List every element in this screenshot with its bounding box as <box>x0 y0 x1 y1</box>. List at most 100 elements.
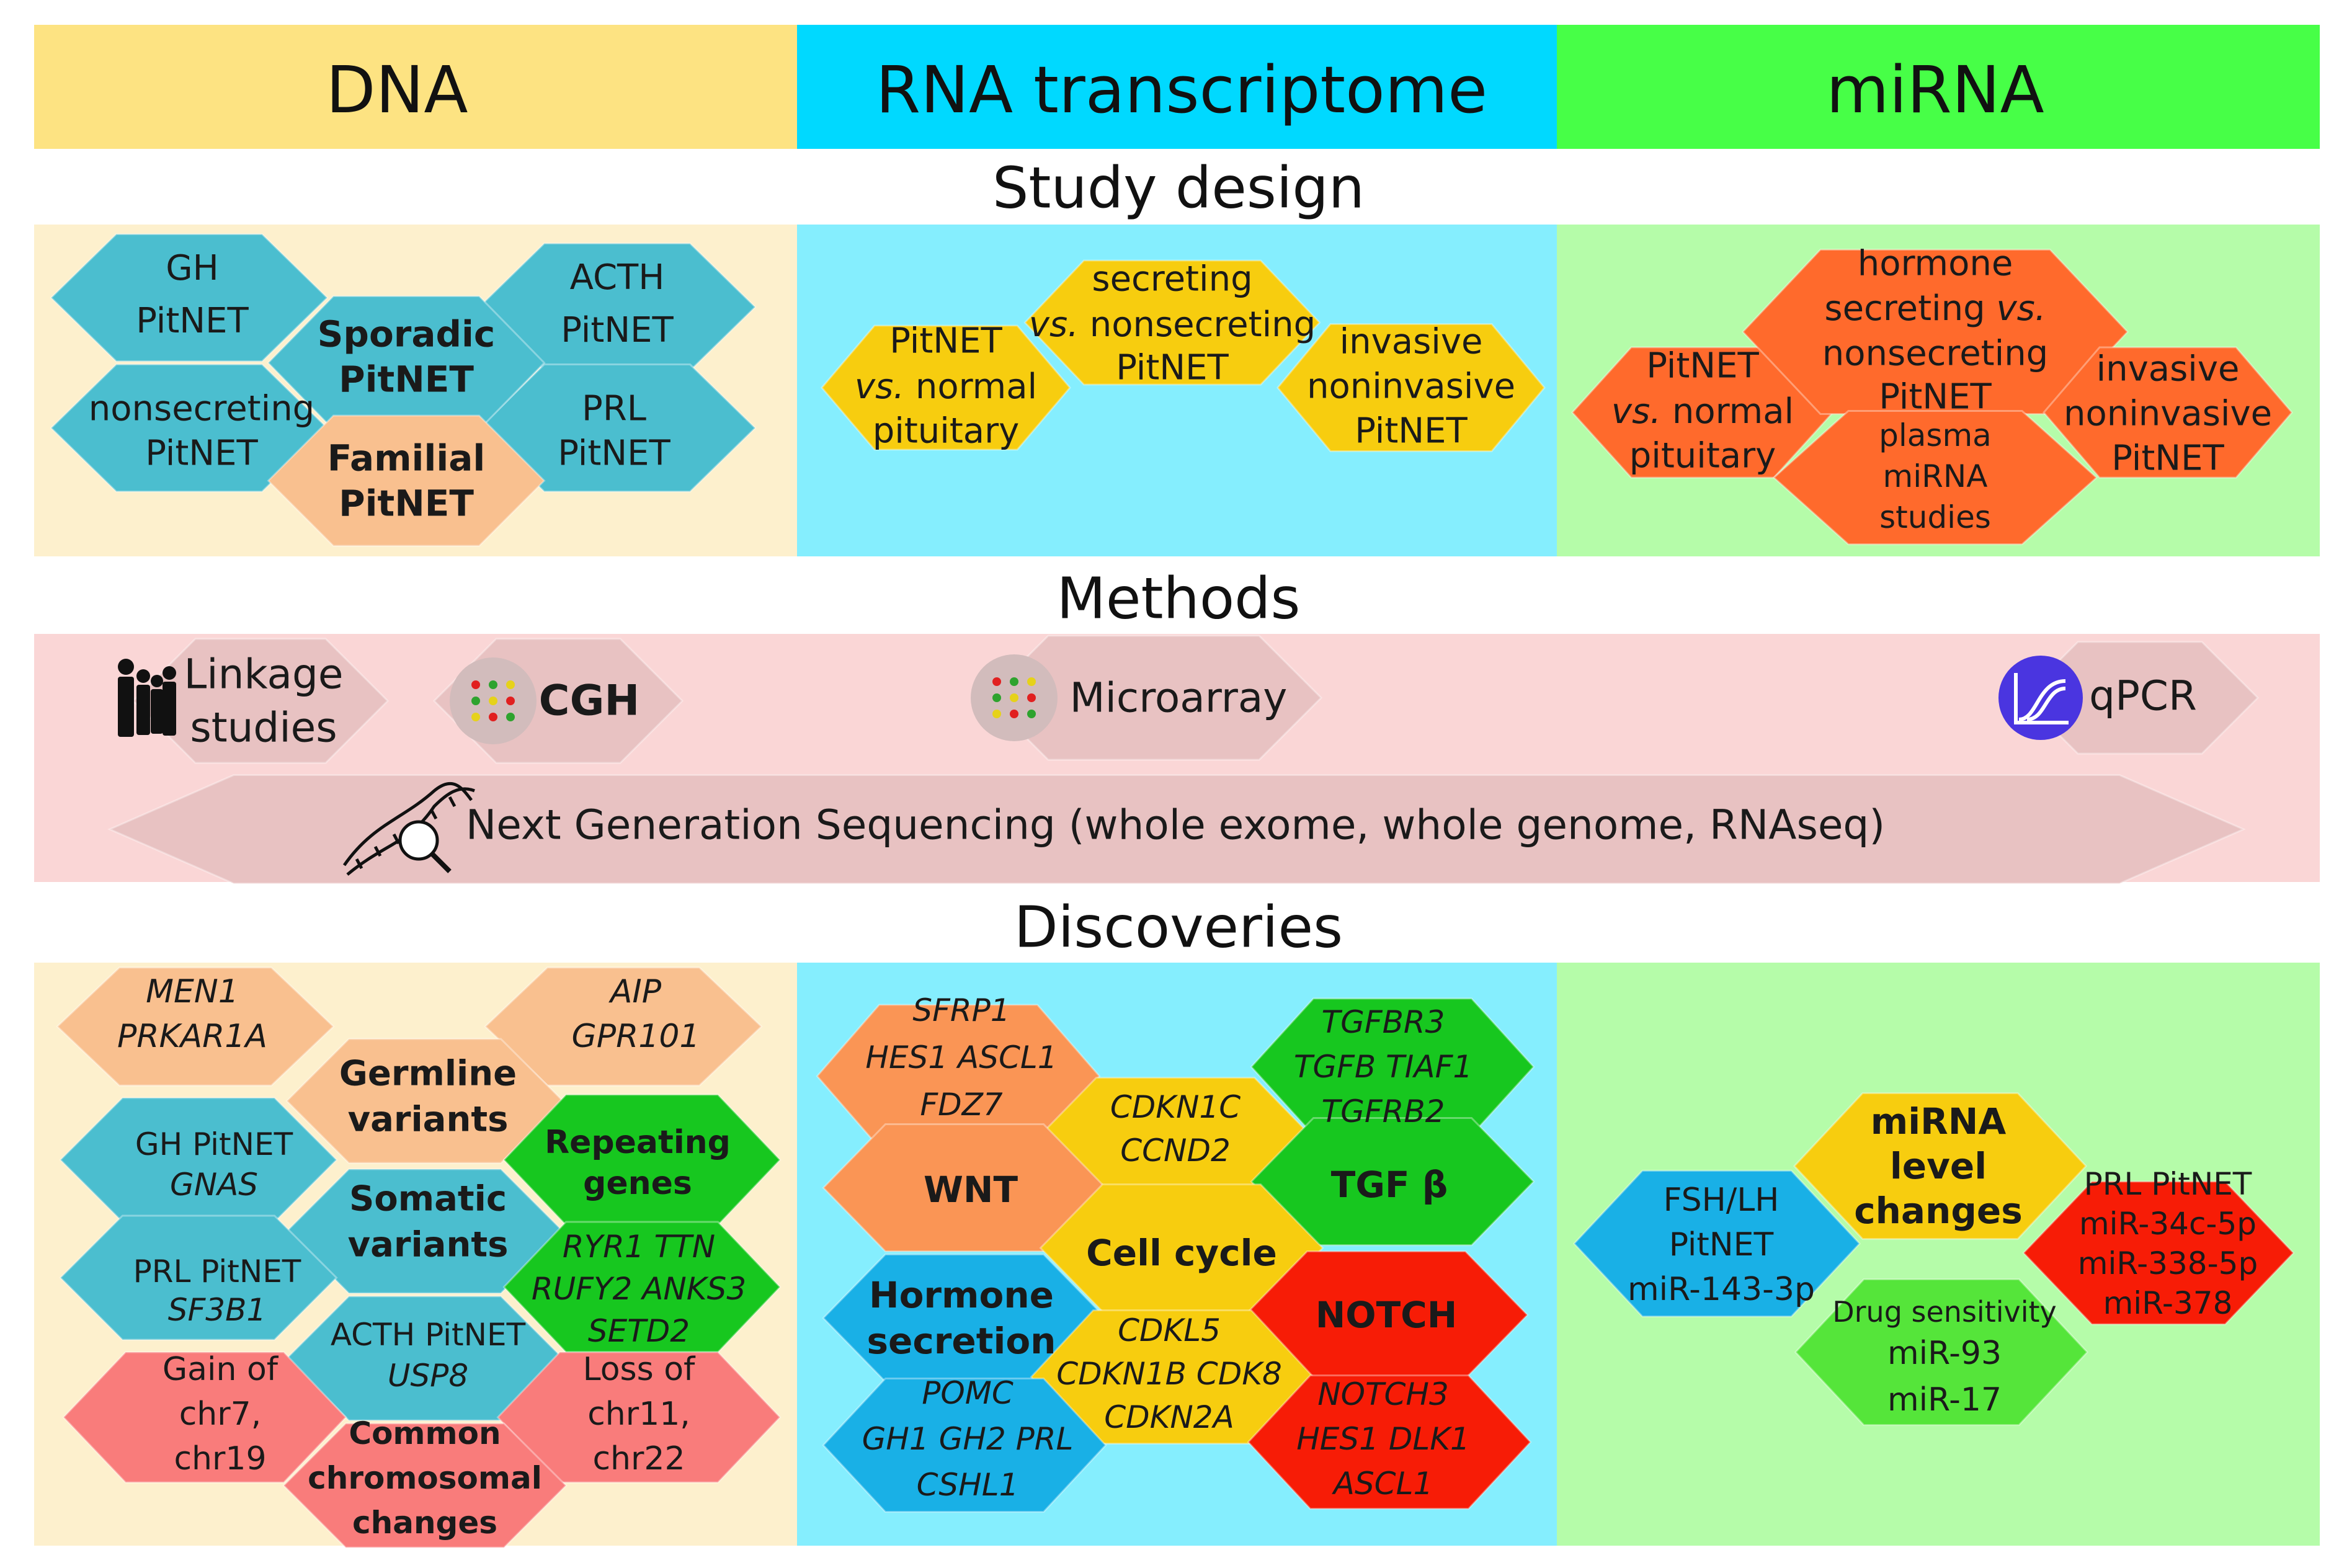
cgh-label-line-1: CGH <box>539 677 640 726</box>
icon-layer <box>118 654 2083 876</box>
cdkn1c-genes-label-line-2: CCND2 <box>1120 1133 1231 1169</box>
somatic-variants-label-line-1: Somatic <box>349 1179 507 1219</box>
drug-sensitivity-line3: miR-17 <box>1887 1381 2002 1419</box>
rna-normal-line2: vs. normal <box>855 367 1037 407</box>
notch3-hex <box>1247 1374 1532 1510</box>
rna-secreting-line1: secreting <box>1092 259 1252 300</box>
rna-normal-line1: PitNET <box>889 321 1002 362</box>
prl-sf3b1-line1-line-1: PRL PitNET <box>133 1254 301 1290</box>
mirna-plasma-label-line-1: plasma <box>1879 417 1992 453</box>
rna-secreting-line3: PitNET <box>1116 348 1229 388</box>
family-icon <box>118 659 176 737</box>
rna-secreting-hex <box>1023 259 1321 386</box>
drug-sensitivity-line1: Drug sensitivity <box>1832 1295 2057 1329</box>
prl-mir-label-line-4: miR-378 <box>2103 1285 2233 1321</box>
gain-chr-label-line-1: Gain of <box>163 1351 279 1388</box>
mirna-header-bar <box>1557 25 2320 149</box>
tgf-beta-label-line-1: TGF β <box>1331 1164 1448 1206</box>
ryr1-genes-label-line-3: SETD2 <box>588 1313 690 1349</box>
rna-header-title-line-1: RNA transcriptome <box>876 52 1487 128</box>
dna-magnifier-icon <box>342 782 475 876</box>
tgfbr3-genes-label-line-1: TGFBR3 <box>1322 1004 1445 1040</box>
discoveries-title: Discoveries <box>1014 894 1343 961</box>
drug-sensitivity-line1-line-1: Drug sensitivity <box>1832 1295 2057 1329</box>
prl-sf3b1-line2-line-1: SF3B1 <box>168 1292 266 1328</box>
rna-invasive-label-line-2: noninvasive <box>1307 367 1515 407</box>
germline-label-line-1: Germline <box>339 1054 517 1094</box>
gain-chr-label-line-3: chr19 <box>174 1440 266 1477</box>
familial-pitnet-label-line-1: Familial <box>327 437 485 479</box>
cgh-chip-icon <box>450 657 537 744</box>
prl-mir-label-line-1: PRL PitNET <box>2084 1166 2252 1202</box>
nonsecreting-pitnet-label-line-2: PitNET <box>145 434 258 474</box>
mirna-plasma-hex <box>1772 410 2098 545</box>
prl-sf3b1-hex <box>59 1214 338 1341</box>
common-chromosomal-label-line-1: Common <box>349 1415 501 1451</box>
mirna-level-changes-hex <box>1793 1092 2088 1240</box>
mirna-normal-line3: pituitary <box>1629 436 1776 476</box>
notch-label-line-1: NOTCH <box>1316 1294 1458 1336</box>
familial-pitnet-label-line-2: PitNET <box>339 483 474 525</box>
qpcr-label: qPCR <box>2089 672 2197 720</box>
common-chromosomal-label-line-2: chromosomal <box>308 1460 542 1496</box>
prl-mir-label-line-2: miR-34c-5p <box>2079 1206 2257 1242</box>
rna-normal-line3-line-1: pituitary <box>873 411 1020 452</box>
rna-secreting-line1-line-1: secreting <box>1092 259 1252 300</box>
men1-label-line-1: MEN1 <box>146 973 239 1010</box>
notch3-genes-label-line-1: NOTCH3 <box>1317 1376 1449 1412</box>
loss-chr-label-line-3: chr22 <box>592 1440 685 1477</box>
sporadic-pitnet-label-line-1: Sporadic <box>318 313 496 355</box>
study-design-title: Study design <box>992 155 1365 221</box>
dna-header-title: DNA <box>326 52 468 128</box>
qpcr-curve-icon <box>1998 656 2083 740</box>
wnt-label-line-1: WNT <box>924 1169 1018 1211</box>
pomc-genes-label-line-3: CSHL1 <box>917 1467 1019 1503</box>
prl-pitnet-hex <box>478 363 757 492</box>
methods-title: Methods <box>1057 566 1301 632</box>
prl-pitnet-label-line-1: PRL <box>582 389 646 429</box>
microarray-label-line-1: Microarray <box>1070 674 1288 722</box>
linkage-label: Linkage studies <box>184 651 344 752</box>
tgfbr3-genes-label-line-2: TGFB TIAF1 <box>1294 1049 1472 1085</box>
somatic-variants-label-line-2: variants <box>348 1225 509 1265</box>
mirna-hormone-line1: hormone <box>1858 244 2013 284</box>
mirna-hormone-hex <box>1741 249 2129 415</box>
gh-pitnet-label-line-2: PitNET <box>136 301 249 341</box>
loss-chr-label-line-2: chr11, <box>587 1396 690 1433</box>
linkage-label-line-1: Linkage <box>184 651 344 698</box>
fsh-lh-hex <box>1572 1170 1861 1317</box>
prl-pitnet-label-line-2: PitNET <box>558 434 671 474</box>
dna-header-bar <box>34 25 797 149</box>
prl-sf3b1-line1: PRL PitNET <box>133 1254 301 1290</box>
germline-label-line-2: variants <box>348 1100 509 1140</box>
discoveries-title-line-1: Discoveries <box>1014 894 1343 961</box>
cdkl5-genes-label-line-3: CDKN2A <box>1104 1399 1234 1435</box>
microarray-hex <box>984 635 1323 761</box>
wnt-label: WNT <box>924 1169 1018 1211</box>
mirna-hormone-line3-line-1: nonsecreting <box>1822 334 2048 374</box>
gain-chr-hex <box>62 1351 347 1484</box>
rna-secreting-line2: vs. nonsecreting <box>1029 305 1316 345</box>
mirna-hormone-line4: PitNET <box>1879 377 1992 417</box>
men1-hex <box>56 966 335 1087</box>
linkage-label-line-2: studies <box>190 704 337 752</box>
rna-header-bar <box>797 25 1557 149</box>
aip-label-line-2: GPR101 <box>571 1018 700 1055</box>
